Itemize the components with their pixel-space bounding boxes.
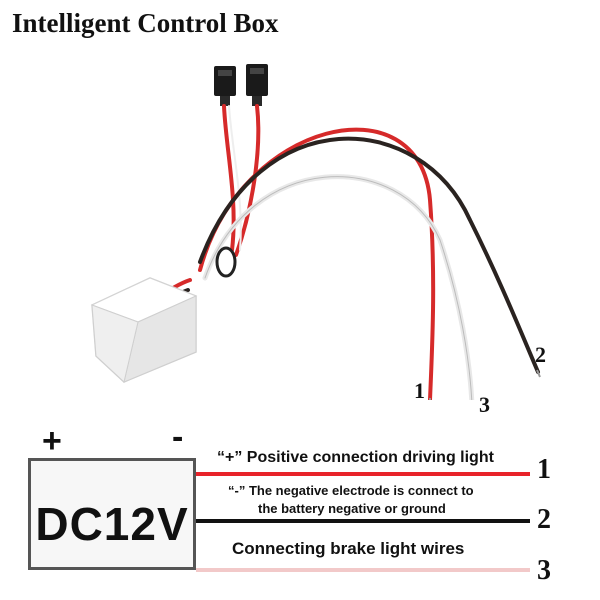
line-2-text-1: “-” The negative electrode is connect to bbox=[228, 483, 474, 498]
line-3-text: Connecting brake light wires bbox=[232, 539, 465, 558]
line-number-1: 1 bbox=[537, 454, 551, 485]
line-2-text-2: the battery negative or ground bbox=[258, 501, 446, 516]
wire-line-3 bbox=[196, 568, 530, 572]
page-title: Intelligent Control Box bbox=[12, 8, 279, 38]
power-box: DC12V bbox=[28, 458, 196, 570]
wire-line-1 bbox=[196, 472, 530, 476]
control-box bbox=[90, 277, 198, 383]
line-number-2: 2 bbox=[537, 504, 551, 535]
wire-label-2: 2 bbox=[535, 342, 546, 367]
wire-tips bbox=[429, 369, 541, 400]
line-1-text: “+” Positive connection driving light bbox=[217, 449, 494, 466]
control-box-photo bbox=[90, 64, 541, 400]
connector-wires bbox=[222, 104, 261, 257]
wire-label-3: 3 bbox=[479, 392, 490, 417]
wire-line-2 bbox=[196, 519, 530, 523]
line-number-3: 3 bbox=[537, 555, 551, 586]
power-label: DC12V bbox=[35, 498, 189, 550]
plus-sign: + bbox=[42, 422, 62, 460]
minus-sign: - bbox=[172, 418, 184, 456]
cable-tie bbox=[215, 246, 237, 278]
wire-label-1: 1 bbox=[414, 378, 425, 403]
connector-plugs bbox=[214, 64, 268, 106]
